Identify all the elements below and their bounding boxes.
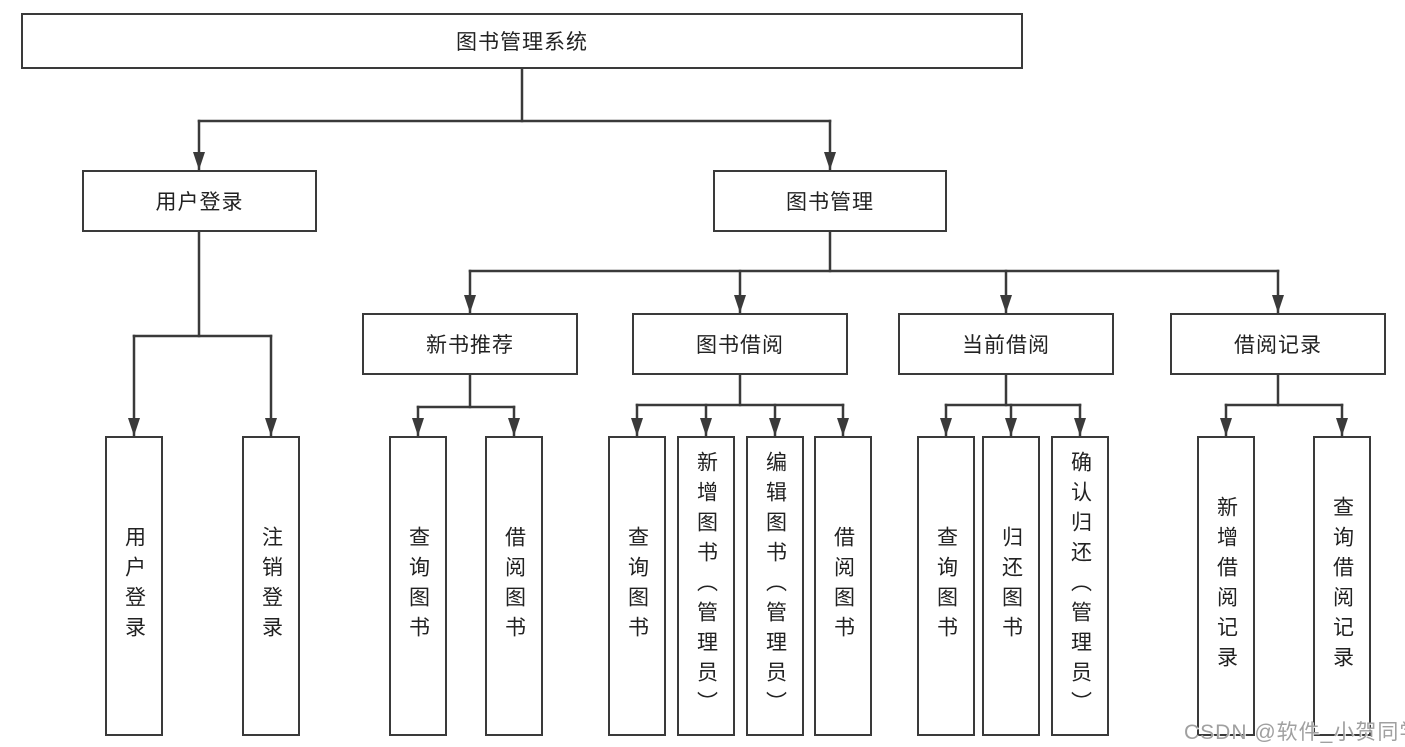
leaf-label: 新增借阅记录 <box>1214 496 1238 676</box>
leaf-label: 新增图书（管理员） <box>694 451 718 721</box>
node-book-borrowing: 图书借阅 <box>632 313 848 375</box>
leaf-borrow-books: 借阅图书 <box>485 436 543 736</box>
node-library-management-system: 图书管理系统 <box>21 13 1023 69</box>
leaf-label: 借阅图书 <box>502 526 526 646</box>
leaf-query-borrow-record: 查询借阅记录 <box>1313 436 1371 736</box>
leaf-user-login: 用户登录 <box>105 436 163 736</box>
leaf-label: 查询图书 <box>406 526 430 646</box>
leaf-label: 用户登录 <box>122 526 146 646</box>
leaf-return-books: 归还图书 <box>982 436 1040 736</box>
leaf-query-books: 查询图书 <box>389 436 447 736</box>
leaf-confirm-return-admin: 确认归还（管理员） <box>1051 436 1109 736</box>
leaf-query-books: 查询图书 <box>917 436 975 736</box>
node-user-login: 用户登录 <box>82 170 317 232</box>
leaf-label: 查询图书 <box>934 526 958 646</box>
leaf-add-borrow-record: 新增借阅记录 <box>1197 436 1255 736</box>
leaf-borrow-books: 借阅图书 <box>814 436 872 736</box>
node-borrowing-records: 借阅记录 <box>1170 313 1386 375</box>
node-new-book-recommendation: 新书推荐 <box>362 313 578 375</box>
leaf-label: 注销登录 <box>259 526 283 646</box>
leaf-query-books: 查询图书 <box>608 436 666 736</box>
leaf-label: 借阅图书 <box>831 526 855 646</box>
leaf-logout: 注销登录 <box>242 436 300 736</box>
leaf-add-book-admin: 新增图书（管理员） <box>677 436 735 736</box>
leaf-label: 归还图书 <box>999 526 1023 646</box>
watermark-text: CSDN @软件_小贺同学 <box>1184 721 1405 744</box>
leaf-label: 编辑图书（管理员） <box>763 451 787 721</box>
leaf-edit-book-admin: 编辑图书（管理员） <box>746 436 804 736</box>
node-book-management: 图书管理 <box>713 170 947 232</box>
leaf-label: 查询借阅记录 <box>1330 496 1354 676</box>
leaf-label: 查询图书 <box>625 526 649 646</box>
node-current-borrowing: 当前借阅 <box>898 313 1114 375</box>
leaf-label: 确认归还（管理员） <box>1068 451 1092 721</box>
